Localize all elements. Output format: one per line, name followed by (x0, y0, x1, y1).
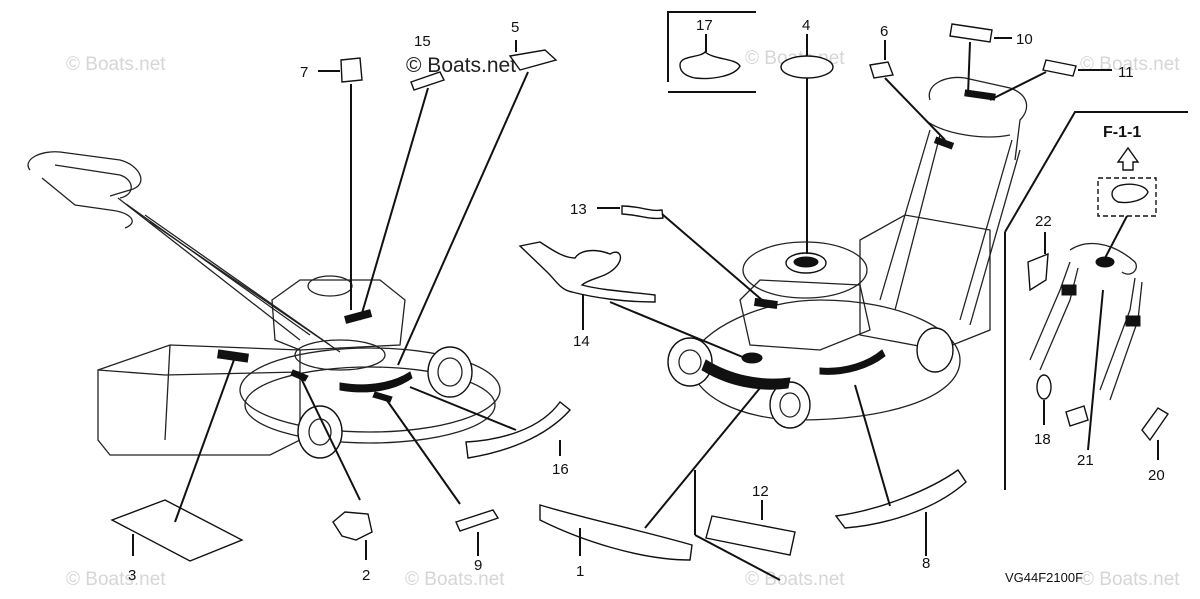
callout-21: 21 (1077, 452, 1094, 469)
decal-part-21 (1065, 405, 1089, 427)
callout-10: 10 (1016, 31, 1033, 48)
deck-decal-mark (372, 391, 393, 403)
callout-2: 2 (362, 567, 370, 584)
watermark-tile: © Boats.net (745, 569, 845, 590)
decal-part-1 (539, 504, 693, 561)
engine-decal-mark (753, 297, 778, 310)
decal-part-3 (110, 499, 244, 562)
deck-decal-band (701, 359, 791, 390)
deck-decal-band (819, 349, 886, 375)
watermark-layer: © Boats.net © Boats.net © Boats.net © Bo… (66, 48, 1180, 590)
decal-part-10 (949, 23, 993, 43)
callout-3: 3 (128, 567, 136, 584)
watermark-tile: © Boats.net (405, 569, 505, 590)
inset-mark (1095, 256, 1115, 268)
watermark-tile: © Boats.net (66, 569, 166, 590)
callout-1: 1 (576, 563, 584, 580)
mower-right-illustration (667, 76, 1028, 429)
decal-part-14 (518, 241, 656, 303)
reference-code: VG44F2100F (1005, 570, 1083, 585)
decal-part-13 (621, 205, 664, 220)
decal-part-20 (1141, 407, 1170, 442)
mower-left-illustration (27, 151, 501, 459)
bag-decal-mark (217, 349, 249, 363)
callout-7: 7 (300, 64, 308, 81)
decal-part-15 (410, 71, 445, 91)
watermark-tile: © Boats.net (66, 54, 166, 75)
engine-decal-mark (344, 309, 373, 324)
decal-part-7 (340, 57, 363, 83)
callout-6: 6 (880, 23, 888, 40)
decal-part-5 (508, 49, 558, 71)
decal-parts (110, 11, 1112, 581)
decal-part-2 (332, 511, 373, 541)
callout-13: 13 (570, 201, 587, 218)
decal-part-8 (834, 469, 967, 529)
inset-detail-decal (1111, 183, 1149, 204)
decal-part-12 (705, 515, 796, 556)
watermark-tile: © Boats.net (1080, 569, 1180, 590)
deck-decal-mark (741, 352, 763, 364)
watermark-main: © Boats.net (406, 54, 516, 77)
callout-17: 17 (696, 17, 713, 34)
decal-part-6 (869, 61, 894, 79)
handle-decal-mark (933, 136, 955, 150)
decal-part-22 (1027, 252, 1049, 292)
callout-16: 16 (552, 461, 569, 478)
decal-part-9 (455, 509, 500, 532)
callout-9: 9 (474, 557, 482, 574)
deck-decal-band (339, 371, 413, 393)
callout-20: 20 (1148, 467, 1165, 484)
up-arrow-icon (1116, 146, 1140, 171)
inset-mark (1061, 284, 1077, 296)
decal-part-18 (1036, 374, 1052, 400)
decal-part-17 (679, 51, 741, 80)
inset-mark (1125, 315, 1141, 327)
decal-part-11 (1042, 59, 1077, 77)
deck-decal-mark (290, 369, 309, 382)
callout-8: 8 (922, 555, 930, 572)
callout-5: 5 (511, 19, 519, 36)
decal-part-16 (465, 400, 572, 459)
callout-15: 15 (414, 33, 431, 50)
callout-22: 22 (1035, 213, 1052, 230)
callout-18: 18 (1034, 431, 1051, 448)
callout-labels: 1 2 3 4 5 6 7 8 9 10 11 12 13 14 15 16 1… (128, 17, 1165, 584)
inset-label: F-1-1 (1103, 124, 1141, 141)
callout-11: 11 (1118, 64, 1134, 81)
decal-part-4 (780, 55, 834, 79)
callout-14: 14 (573, 333, 590, 350)
callout-12: 12 (752, 483, 769, 500)
inset-panel-f11: F-1-1 (1004, 111, 1188, 490)
callout-4: 4 (802, 17, 810, 34)
